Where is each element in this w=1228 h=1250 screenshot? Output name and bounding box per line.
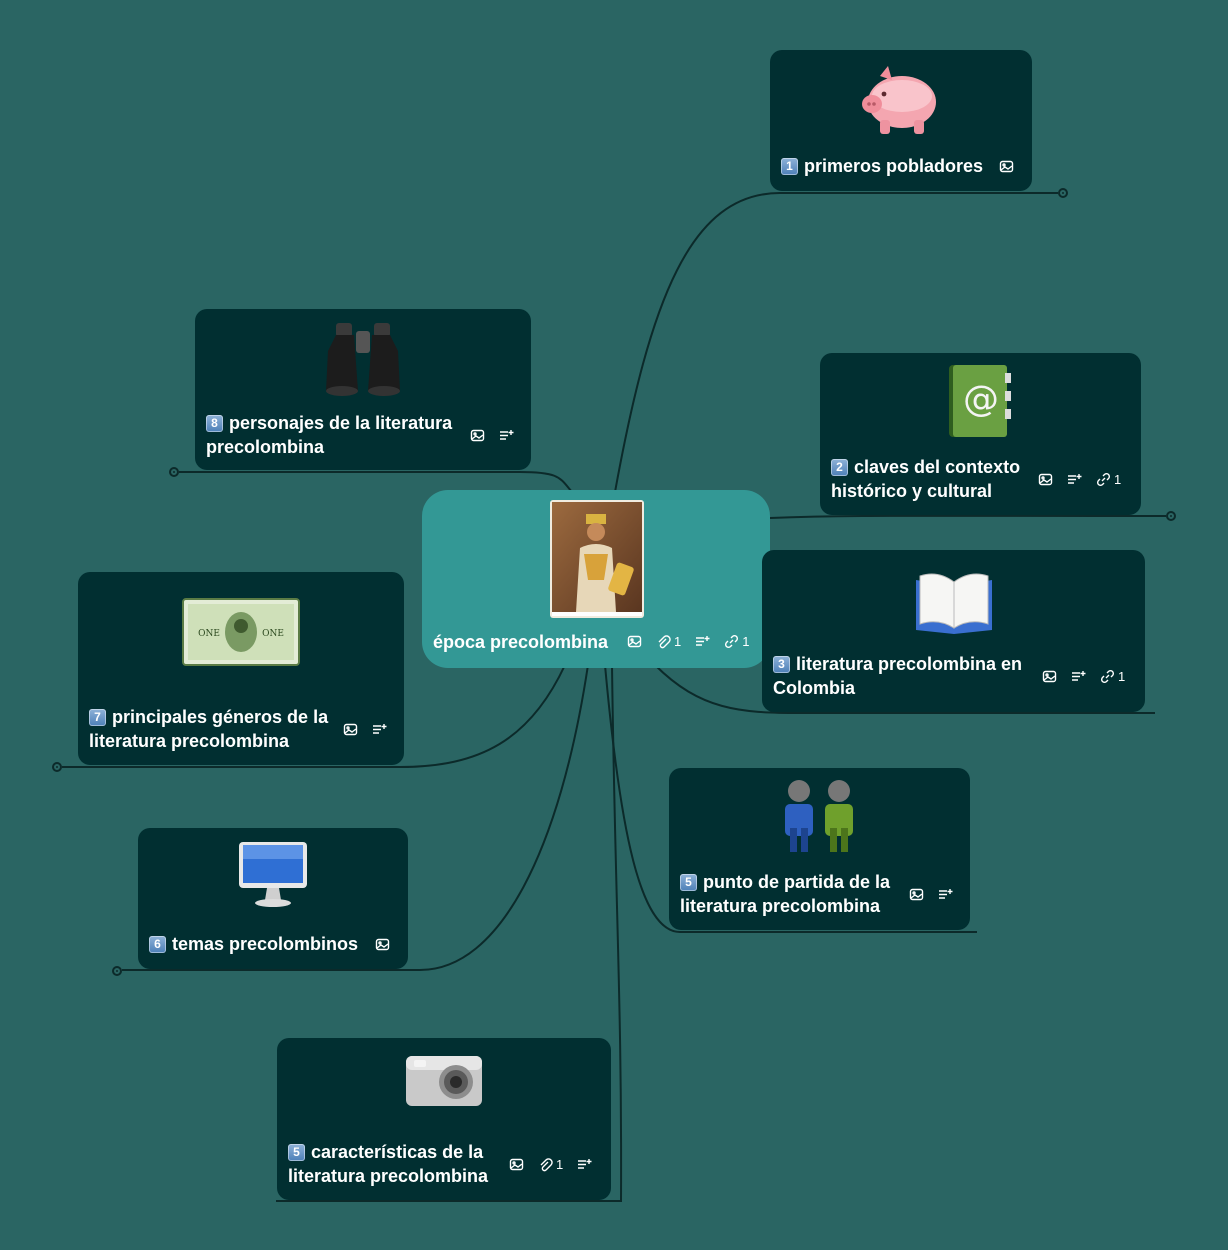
image-icon[interactable] — [999, 159, 1014, 174]
collapse-handle[interactable] — [1058, 188, 1068, 198]
notes-icon[interactable] — [372, 722, 387, 737]
notes-icon[interactable] — [938, 887, 953, 902]
topic-label: claves del contexto histórico y cultural — [831, 457, 1021, 501]
dollar-bill-image: ONE ONE — [182, 598, 300, 666]
link-count: 1 — [1118, 669, 1126, 684]
topic-label: primeros pobladores — [804, 156, 984, 176]
topic-temas-precolombinos[interactable]: 6 temas precolombinos — [138, 828, 408, 969]
link-icon[interactable]: 1 — [1100, 669, 1125, 684]
image-icon[interactable] — [509, 1157, 524, 1172]
topic-label: principales géneros de la literatura pre… — [89, 707, 329, 751]
address-book-image: @ — [949, 365, 1011, 437]
notes-icon[interactable] — [577, 1157, 592, 1172]
piggy-bank-image — [862, 66, 936, 134]
collapse-handle[interactable] — [1166, 511, 1176, 521]
link-count: 1 — [742, 634, 750, 649]
collapse-handle[interactable] — [52, 762, 62, 772]
image-icon[interactable] — [375, 937, 390, 952]
priority-badge: 2 — [831, 459, 848, 476]
svg-text:ONE: ONE — [262, 629, 284, 639]
image-icon[interactable] — [627, 634, 642, 649]
link-icon[interactable]: 1 — [1096, 472, 1121, 487]
topic-label: características de la literatura precolo… — [288, 1142, 489, 1186]
portrait-image — [550, 500, 644, 618]
topic-label: temas precolombinos — [172, 934, 359, 954]
notes-icon[interactable] — [1067, 472, 1082, 487]
priority-badge: 7 — [89, 709, 106, 726]
open-book-image — [916, 573, 992, 634]
notes-icon[interactable] — [499, 428, 514, 443]
paperclip-icon[interactable]: 1 — [538, 1157, 563, 1172]
link-count: 1 — [1114, 472, 1122, 487]
camera-image — [406, 1056, 482, 1106]
priority-badge: 3 — [773, 656, 790, 673]
central-topic-label: época precolombina — [433, 632, 609, 652]
topic-label: punto de partida de la literatura precol… — [680, 872, 891, 916]
topic-primeros-pobladores[interactable]: 1 primeros pobladores — [770, 50, 1032, 191]
central-topic[interactable]: época precolombina 1 1 — [422, 490, 770, 668]
image-icon[interactable] — [1042, 669, 1057, 684]
notes-icon[interactable] — [1071, 669, 1086, 684]
image-icon[interactable] — [1038, 472, 1053, 487]
two-people-image — [785, 780, 853, 852]
binoculars-image — [326, 323, 400, 396]
topic-label: literatura precolombina en Colombia — [773, 654, 1023, 698]
priority-badge: 5 — [288, 1144, 305, 1161]
priority-badge: 8 — [206, 415, 223, 432]
collapse-handle[interactable] — [112, 966, 122, 976]
notes-icon[interactable] — [695, 634, 710, 649]
priority-badge: 1 — [781, 158, 798, 175]
svg-text:ONE: ONE — [198, 629, 220, 639]
priority-badge: 6 — [149, 936, 166, 953]
paperclip-icon[interactable]: 1 — [656, 634, 681, 649]
topic-label: personajes de la literatura precolombina — [206, 413, 453, 457]
attachment-count: 1 — [674, 634, 682, 649]
priority-badge: 5 — [680, 874, 697, 891]
image-icon[interactable] — [909, 887, 924, 902]
svg-text:@: @ — [963, 379, 999, 420]
image-icon[interactable] — [343, 722, 358, 737]
monitor-image — [239, 842, 307, 907]
collapse-handle[interactable] — [169, 467, 179, 477]
link-icon[interactable]: 1 — [724, 634, 749, 649]
attachment-count: 1 — [556, 1157, 564, 1172]
image-icon[interactable] — [470, 428, 485, 443]
